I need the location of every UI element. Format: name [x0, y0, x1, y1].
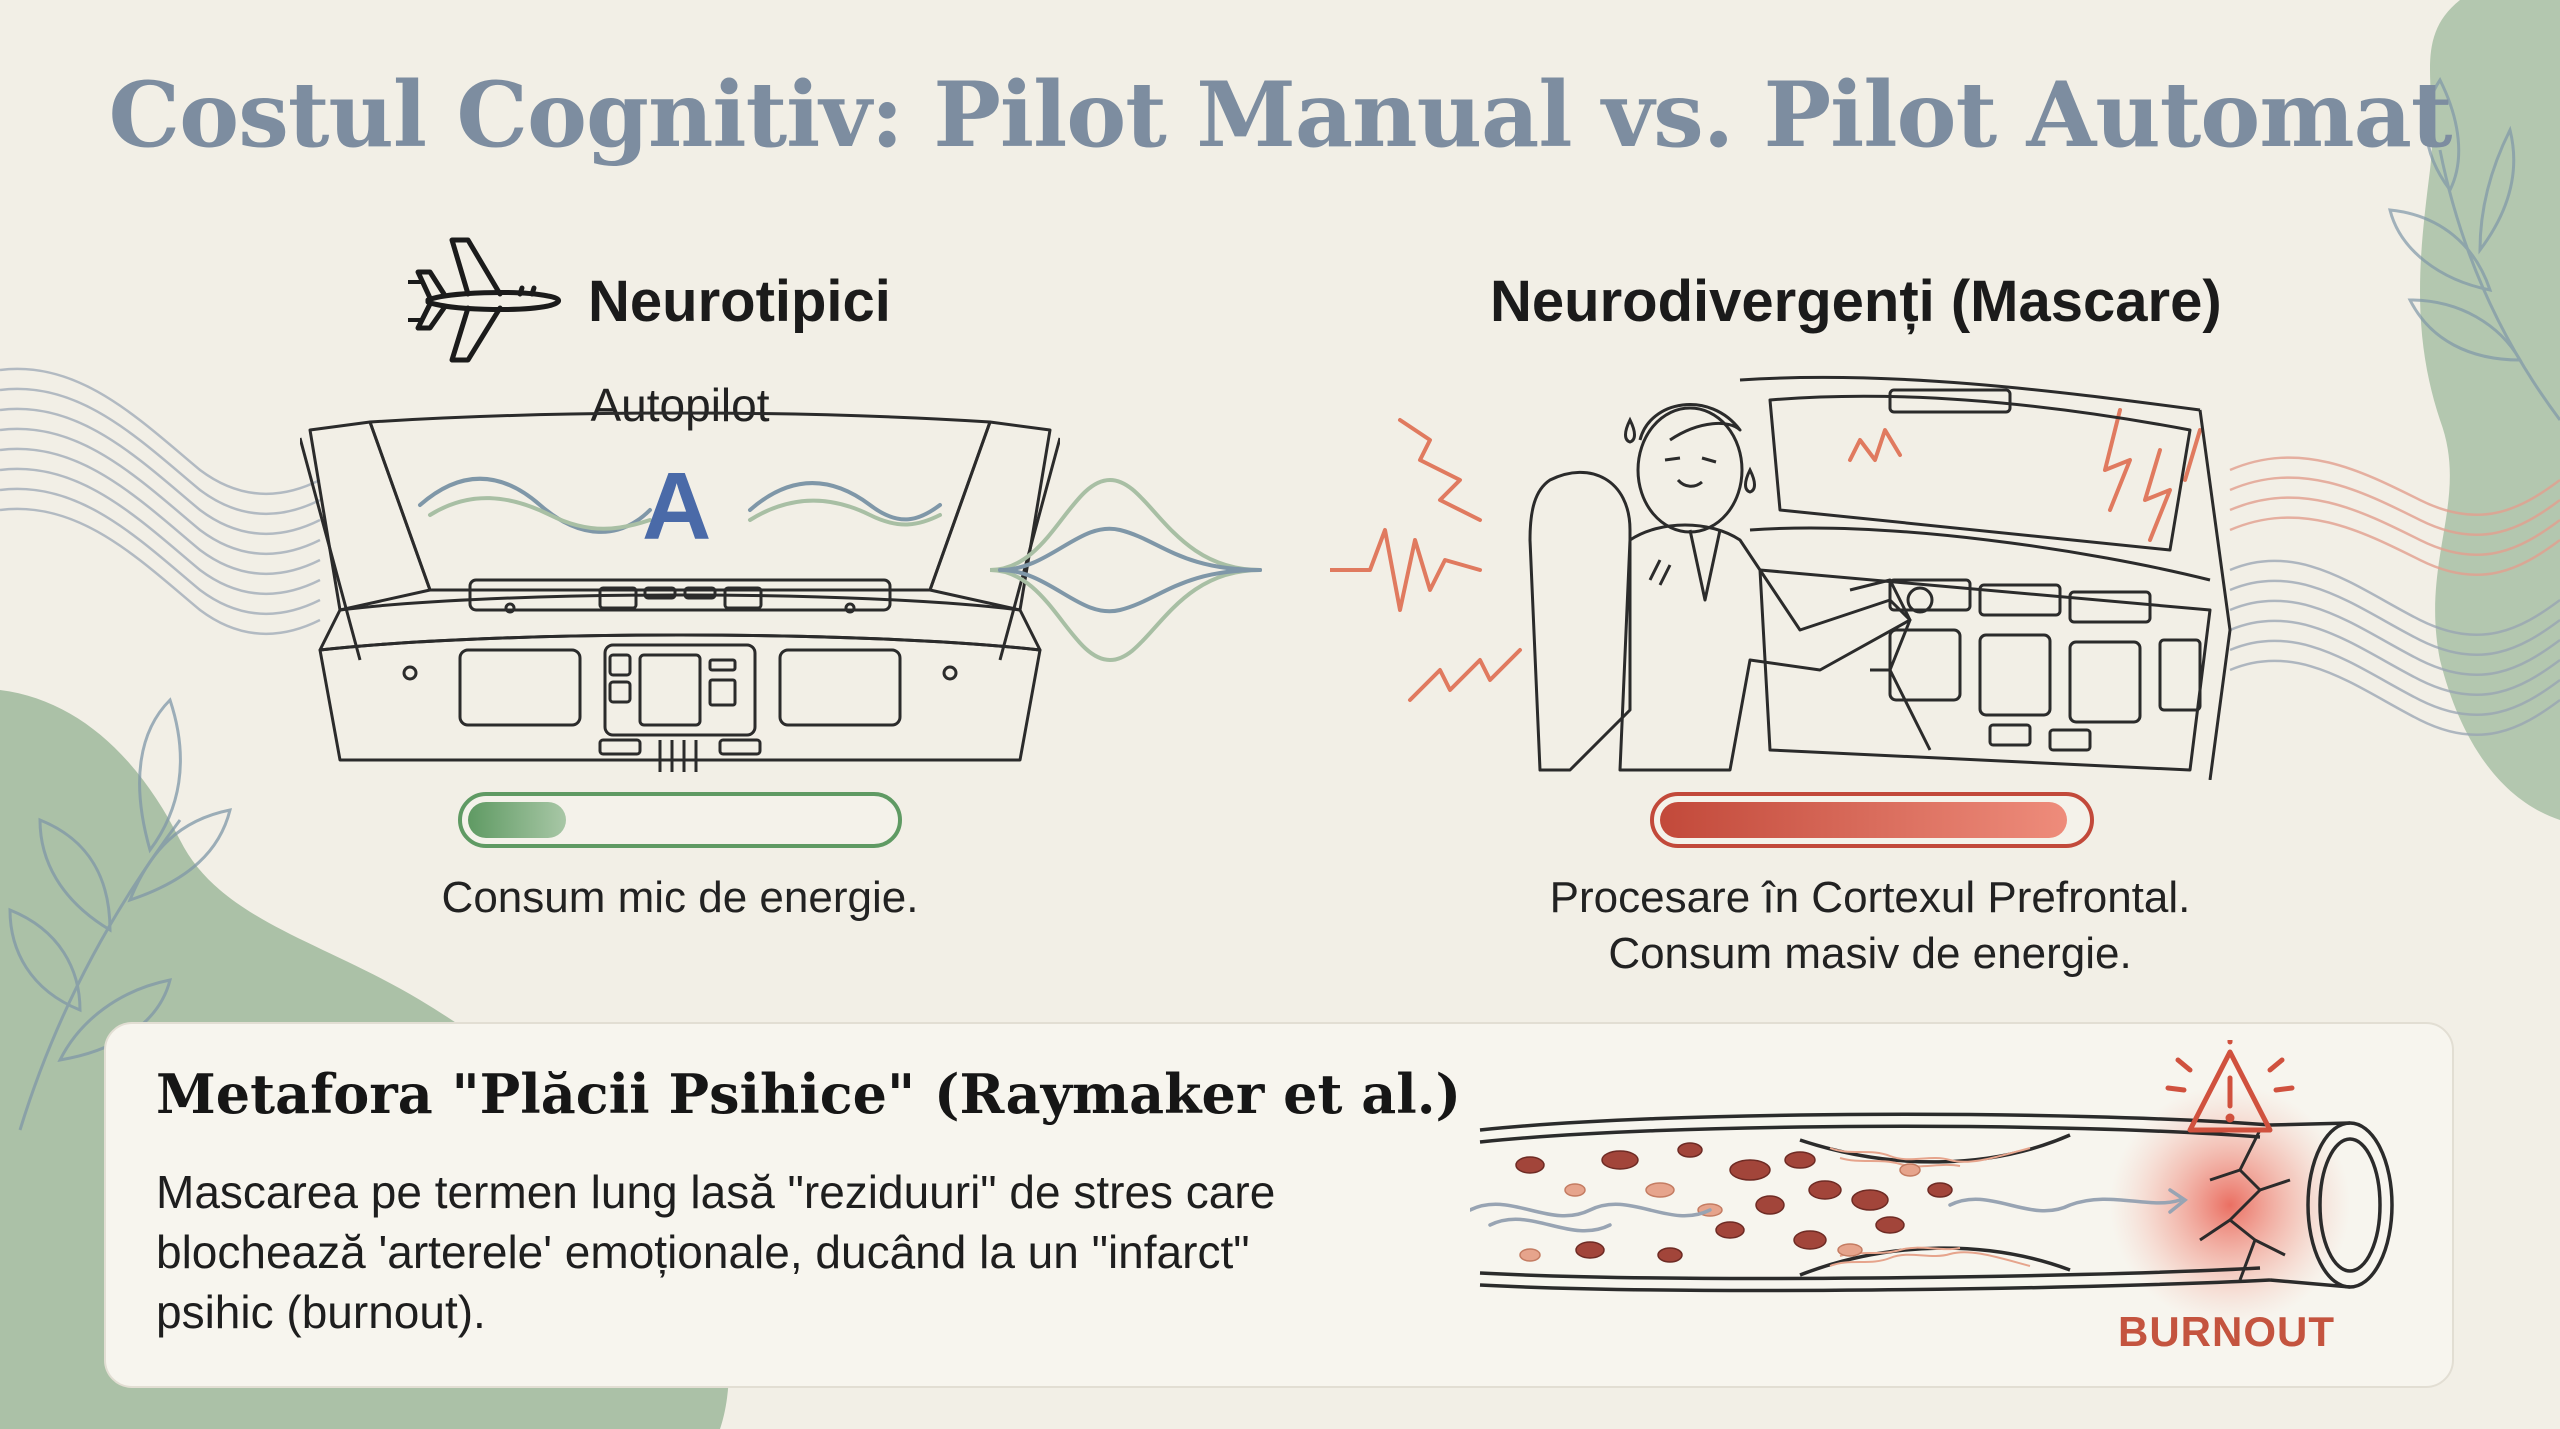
clogged-artery-illustration: [1470, 1085, 2394, 1320]
airplane-icon: [408, 237, 561, 363]
low-energy-bar-fill: [468, 802, 566, 838]
neurotypical-caption: Consum mic de energie.: [441, 873, 919, 922]
high-energy-bar-fill: [1660, 802, 2067, 838]
autopilot-letter: A: [642, 453, 712, 560]
low-energy-bar: [458, 792, 902, 848]
burnout-label: BURNOUT: [2118, 1308, 2335, 1355]
neurodivergent-caption: Procesare în Cortexul Prefrontal. Consum…: [1400, 870, 2340, 982]
autopilot-label: Autopilot: [590, 379, 770, 431]
neurodivergent-caption-line1: Procesare în Cortexul Prefrontal.: [1549, 873, 2191, 922]
metaphor-panel: [104, 1022, 2454, 1388]
neurodivergent-caption-line2: Consum masiv de energie.: [1608, 929, 2132, 978]
page-title: Costul Cognitiv: Pilot Manual vs. Pilot …: [108, 62, 2453, 168]
high-energy-bar: [1650, 792, 2094, 848]
warning-icon: [2165, 1040, 2295, 1133]
metaphor-title: Metafora "Plăcii Psihice" (Raymaker et a…: [156, 1062, 1462, 1126]
stressed-pilot-illustration: [1330, 375, 2232, 780]
neurotypical-heading: Neurotipici: [588, 269, 891, 334]
calm-cockpit-illustration: [300, 411, 1060, 772]
metaphor-text: Mascarea pe termen lung lasă "reziduuri"…: [156, 1166, 1276, 1338]
calm-wave-icon: [990, 477, 1262, 663]
neurodivergent-heading: Neurodivergenți (Mascare): [1490, 269, 2222, 334]
